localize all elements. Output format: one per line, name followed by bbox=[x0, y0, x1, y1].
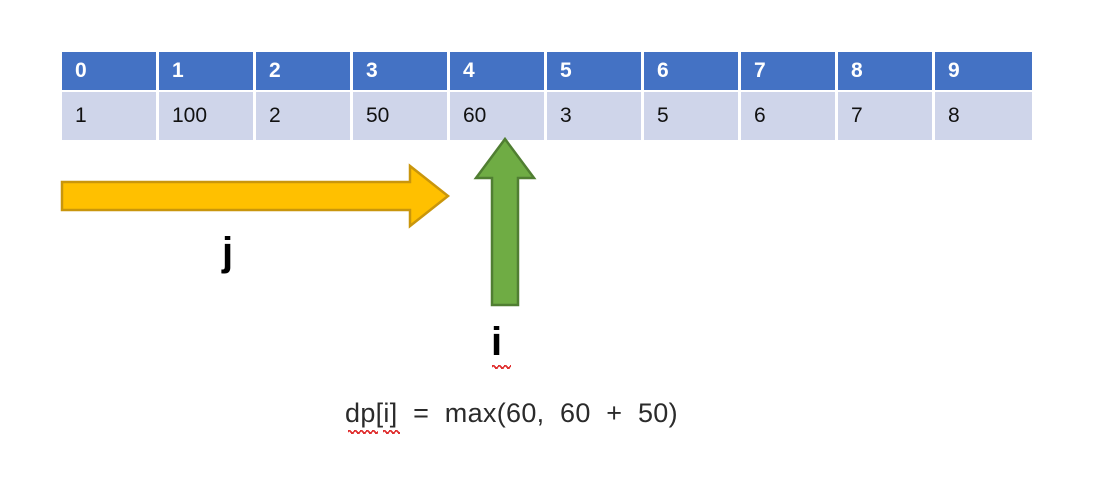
array-index-header-row: 0 1 2 3 4 5 6 7 8 9 bbox=[62, 52, 1032, 90]
array-index-cell-4: 4 bbox=[450, 52, 547, 90]
array-index-cell-9: 9 bbox=[935, 52, 1032, 90]
array-index-cell-5: 5 bbox=[547, 52, 644, 90]
pointer-label-j: j bbox=[222, 230, 234, 274]
array-value-cell-3: 50 bbox=[353, 92, 450, 140]
j-pointer-arrow-icon bbox=[60, 163, 451, 229]
spellcheck-underline-dp bbox=[348, 430, 378, 434]
array-index-cell-6: 6 bbox=[644, 52, 741, 90]
array-value-cell-8: 7 bbox=[838, 92, 935, 140]
array-value-cell-4: 60 bbox=[450, 92, 547, 140]
array-value-cell-0: 1 bbox=[62, 92, 159, 140]
array-index-cell-2: 2 bbox=[256, 52, 353, 90]
pointer-label-i: i bbox=[491, 320, 503, 364]
formula-text: dp[i] = max(60, 60 + 50) bbox=[345, 398, 678, 428]
array-value-cell-2: 2 bbox=[256, 92, 353, 140]
array-value-cell-9: 8 bbox=[935, 92, 1032, 140]
array-value-cell-1: 100 bbox=[159, 92, 256, 140]
spellcheck-underline-i bbox=[492, 365, 511, 369]
array-index-cell-7: 7 bbox=[741, 52, 838, 90]
array-index-cell-3: 3 bbox=[353, 52, 450, 90]
array-value-cell-7: 6 bbox=[741, 92, 838, 140]
array-value-cell-6: 5 bbox=[644, 92, 741, 140]
array-index-cell-0: 0 bbox=[62, 52, 159, 90]
i-pointer-arrow-icon bbox=[473, 136, 537, 307]
array-table: 0 1 2 3 4 5 6 7 8 9 1 100 2 50 60 3 5 6 … bbox=[62, 52, 1032, 140]
array-index-cell-8: 8 bbox=[838, 52, 935, 90]
array-index-cell-1: 1 bbox=[159, 52, 256, 90]
spellcheck-underline-bracket-i bbox=[383, 430, 400, 434]
array-value-row: 1 100 2 50 60 3 5 6 7 8 bbox=[62, 92, 1032, 140]
array-value-cell-5: 3 bbox=[547, 92, 644, 140]
